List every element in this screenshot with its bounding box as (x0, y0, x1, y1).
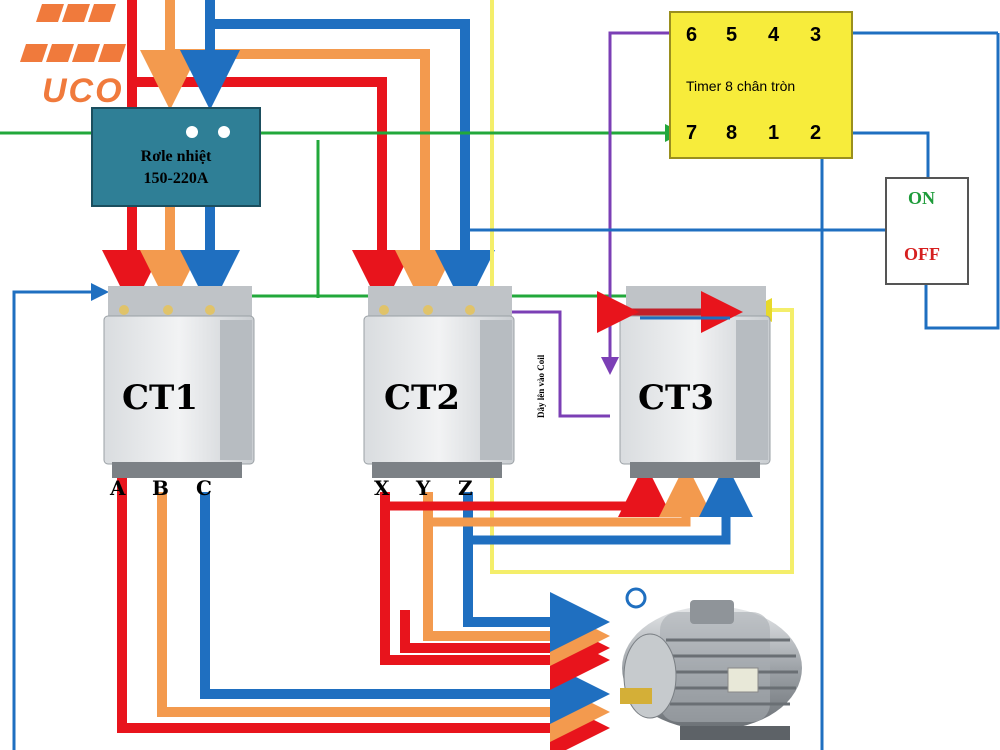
terminal-B: B (152, 476, 169, 500)
switch-on-label: ON (908, 188, 935, 208)
switch-box (885, 177, 969, 285)
contactor-ct2-body (363, 286, 515, 478)
contactor-ct2-label: CT2 (384, 378, 461, 418)
blue-wire-to-ct2 (210, 19, 495, 310)
blue-wire-C-motor (200, 492, 610, 724)
purple-wire-timer-ct3 (601, 31, 685, 375)
red-wire-A-motor (117, 478, 610, 750)
orange-wire-Y-motor (423, 492, 610, 666)
logo-text: UCO (42, 72, 124, 110)
relay-label-line1: Rơle nhiệt (140, 148, 212, 165)
timer-pin-top-2: 5 (726, 24, 738, 46)
contactor-ct3-label: CT3 (638, 378, 715, 418)
thermal-relay (91, 107, 261, 207)
orange-wire-B-motor (157, 492, 610, 742)
switch-off-label: OFF (904, 244, 940, 264)
timer-pin-bottom-3: 1 (768, 122, 780, 144)
coil-wire-note: Dây lên vào Coil (536, 354, 546, 418)
timer-pin-top-3: 4 (768, 24, 780, 46)
contactor-ct1-label: CT1 (122, 378, 199, 418)
timer-pin-bottom-4: 2 (810, 122, 822, 144)
timer-pin-top-1: 6 (686, 24, 698, 46)
terminal-Z: Z (458, 476, 473, 500)
terminal-X: X (374, 476, 390, 500)
blue-wire-left (12, 283, 109, 750)
timer-pin-bottom-2: 8 (726, 122, 738, 144)
timer-pin-bottom-1: 7 (686, 122, 698, 144)
blue-wire-Z-ct3 (468, 463, 753, 545)
red-wire-X-ct3 (385, 463, 672, 517)
terminal-A: A (110, 476, 126, 500)
logo-mark (20, 4, 126, 62)
orange-wire-to-ct2 (170, 49, 455, 310)
timer-pin-top-4: 3 (810, 24, 822, 46)
timer-box (669, 11, 853, 159)
blue-wire-timer-pin2 (829, 124, 930, 178)
red-wire-X2-motor (400, 610, 610, 678)
purple-wire-ct2-coil (489, 303, 610, 418)
terminal-C: C (196, 476, 212, 500)
terminal-Y: Y (416, 476, 431, 500)
red-wire-X-motor (380, 492, 610, 690)
timer-title: Timer 8 chân tròn (686, 78, 796, 94)
blue-wire-right-loop (924, 33, 1000, 330)
motor (620, 587, 802, 740)
orange-wire-Y-ct3 (428, 463, 713, 527)
relay-label-line2: 150-220A (143, 170, 209, 187)
contactor-ct1-body (103, 286, 255, 478)
blue-wire-Z-motor (463, 492, 610, 652)
